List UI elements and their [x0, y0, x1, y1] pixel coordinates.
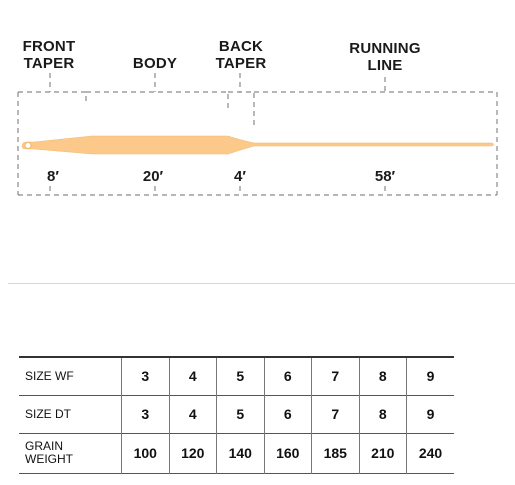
body-length: 20′ — [142, 168, 164, 185]
back-taper-length: 4′ — [234, 168, 246, 185]
table-row: GRAIN WEIGHT 100 120 140 160 185 210 240 — [19, 433, 454, 473]
front-taper-label: FRONT TAPER — [22, 38, 76, 72]
fly-line-profile — [21, 135, 494, 155]
table-cell: 3 — [121, 395, 169, 433]
table-cell: 240 — [406, 433, 454, 473]
row-header: SIZE WF — [25, 368, 74, 383]
table-cell: 210 — [358, 433, 407, 473]
table-cell: 120 — [168, 433, 217, 473]
table-row: SIZE DT 3 4 5 6 7 8 9 — [19, 395, 454, 433]
line-spec-table: SIZE WF 3 4 5 6 7 8 9 SIZE DT 3 4 5 6 7 … — [19, 356, 454, 474]
table-cell: 9 — [406, 395, 454, 433]
running-line-label: RUNNING LINE — [349, 40, 421, 74]
row-header: SIZE DT — [25, 406, 72, 421]
table-cell: 100 — [121, 433, 169, 473]
section-divider — [8, 283, 515, 284]
table-cell: 160 — [263, 433, 312, 473]
table-cell: 8 — [358, 395, 407, 433]
front-taper-bracket-top — [18, 91, 87, 105]
table-row: SIZE WF 3 4 5 6 7 8 9 — [19, 357, 454, 395]
back-taper-label: BACK TAPER — [215, 38, 267, 72]
table-cell: 5 — [216, 395, 264, 433]
table-cell: 140 — [216, 433, 264, 473]
table-cell: 9 — [406, 357, 454, 395]
running-line-length: 58′ — [374, 168, 396, 185]
table-cell: 8 — [358, 357, 407, 395]
table-cell: 6 — [263, 357, 312, 395]
table-cell: 3 — [121, 357, 169, 395]
dashed-brackets — [17, 73, 498, 196]
body-bracket-top — [86, 91, 229, 108]
table-cell: 5 — [216, 357, 264, 395]
table-cell: 4 — [168, 357, 217, 395]
table-cell: 7 — [311, 357, 359, 395]
body-label: BODY — [132, 55, 178, 72]
fly-line-taper-diagram — [17, 73, 498, 196]
back-taper-bracket-top — [228, 91, 255, 128]
front-taper-length: 8′ — [47, 168, 59, 185]
table-cell: 185 — [311, 433, 359, 473]
table-cell: 7 — [311, 395, 359, 433]
table-cell: 6 — [263, 395, 312, 433]
welded-loop — [24, 142, 32, 149]
table-cell: 4 — [168, 395, 217, 433]
running-line-bracket-top — [254, 91, 498, 195]
row-header: GRAIN WEIGHT — [25, 439, 73, 466]
